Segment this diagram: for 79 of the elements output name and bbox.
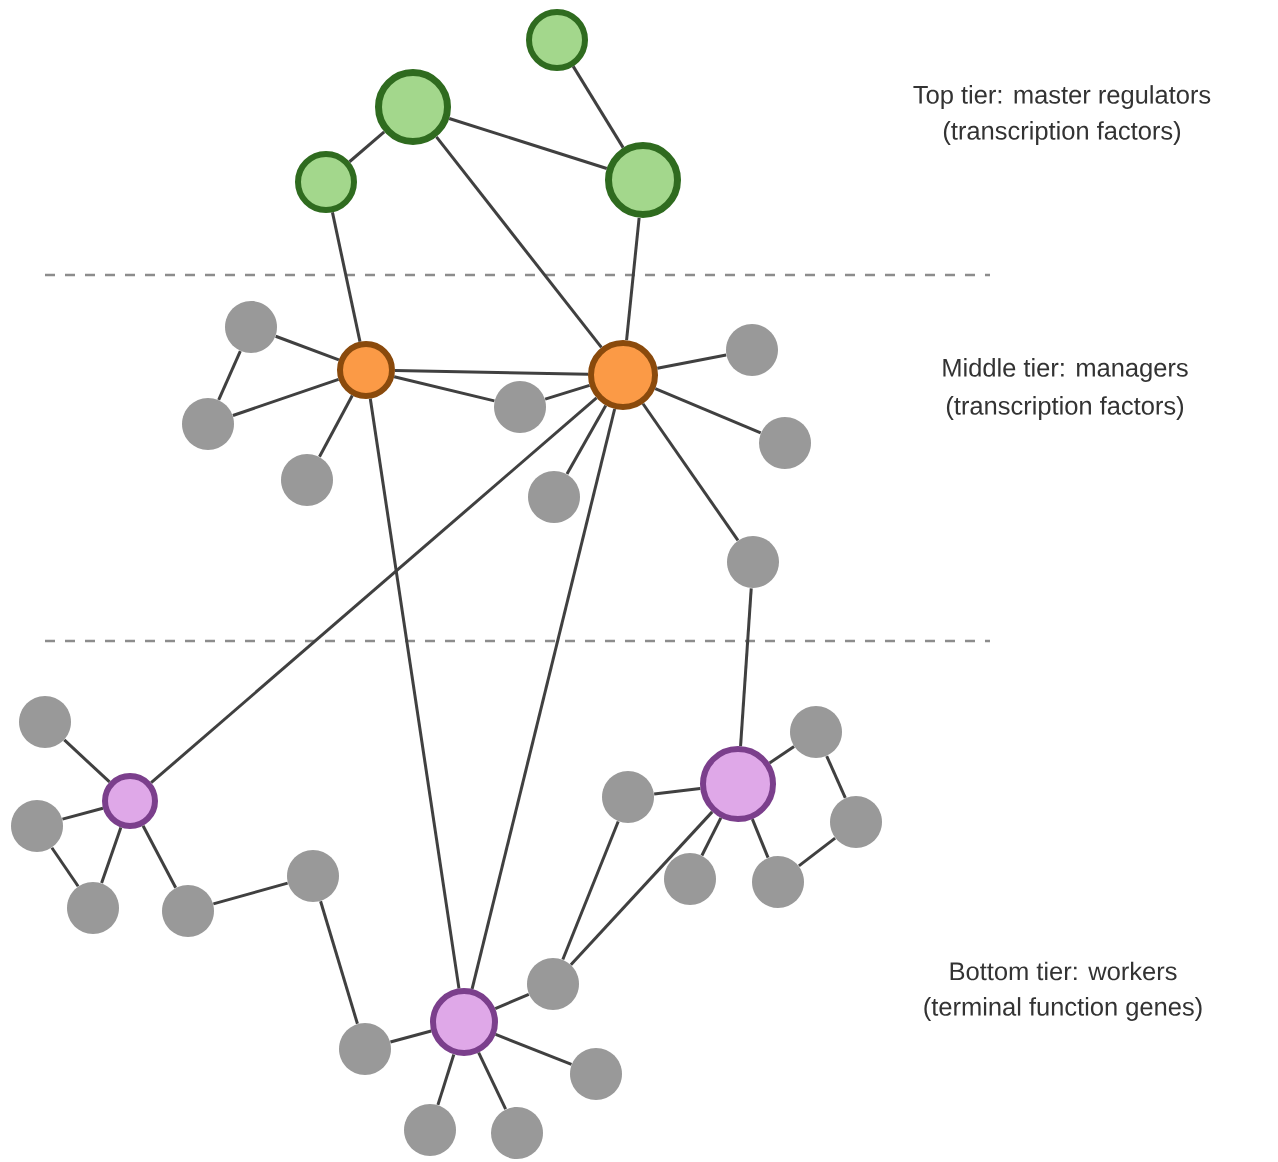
connector-line <box>495 1033 573 1066</box>
connector-line <box>700 817 723 857</box>
worker-hub-node <box>430 988 498 1056</box>
gene-node <box>491 1107 543 1159</box>
gene-node <box>494 381 546 433</box>
tier-label: Bottom tier: workers <box>950 961 1177 981</box>
connector-line <box>654 786 701 796</box>
connector-line <box>232 377 340 417</box>
connector-line <box>448 117 608 170</box>
gene-node <box>404 1104 456 1156</box>
connector-line <box>544 383 591 401</box>
gene-node <box>67 882 119 934</box>
gene-node <box>162 885 214 937</box>
connector-line <box>435 136 603 349</box>
master-regulator-node <box>375 69 451 145</box>
gene-node <box>11 800 63 852</box>
connector-line <box>390 1029 432 1044</box>
connector-line <box>561 820 620 961</box>
connector-line <box>319 900 359 1025</box>
connector-line <box>217 350 242 401</box>
connector-line <box>739 588 753 747</box>
gene-node <box>570 1048 622 1100</box>
manager-node <box>337 341 395 399</box>
master-regulator-node <box>526 9 588 71</box>
gene-node <box>527 958 579 1010</box>
gene-node <box>339 1023 391 1075</box>
connector-line <box>625 217 641 341</box>
connector-line <box>657 353 727 370</box>
connector-line <box>569 810 714 966</box>
gene-node <box>830 796 882 848</box>
connector-line <box>141 825 178 889</box>
gene-node <box>790 706 842 758</box>
gene-node <box>225 301 277 353</box>
tier-label: (transcription factors) <box>946 396 1184 420</box>
tier-label: Middle tier: managers <box>943 358 1188 382</box>
connector-line <box>62 806 104 821</box>
gene-node <box>726 324 778 376</box>
connector-line <box>470 408 617 990</box>
connector-line <box>63 738 111 784</box>
tier-label: Top tier: master regulators <box>913 85 1211 109</box>
master-regulator-node <box>295 151 357 213</box>
worker-hub-node <box>102 773 158 829</box>
connector-line <box>571 65 625 149</box>
connector-line <box>394 369 589 376</box>
connector-line <box>750 818 770 859</box>
gene-node <box>664 853 716 905</box>
gene-node <box>727 536 779 588</box>
gene-node <box>528 471 580 523</box>
connector-line <box>368 398 461 989</box>
connector-line <box>331 212 362 342</box>
connector-line <box>768 745 795 765</box>
connector-line <box>348 130 386 163</box>
manager-node <box>588 340 658 410</box>
gene-node <box>287 850 339 902</box>
worker-hub-node <box>700 746 776 822</box>
connector-line <box>797 836 837 868</box>
gene-node <box>759 417 811 469</box>
connector-line <box>393 375 495 403</box>
connector-line <box>100 826 123 884</box>
connector-line <box>150 396 598 784</box>
connector-line <box>825 755 847 799</box>
connector-line <box>654 387 762 435</box>
gene-node <box>752 856 804 908</box>
tier-label: (transcription factors) <box>943 121 1181 145</box>
connector-line <box>565 404 608 475</box>
gene-node <box>19 696 71 748</box>
connector-line <box>212 881 289 906</box>
master-regulator-node <box>605 142 681 218</box>
connector-line <box>436 1054 456 1106</box>
gene-node <box>182 398 234 450</box>
connector-line <box>641 402 740 542</box>
connector-line <box>494 992 530 1011</box>
connector-line <box>50 846 80 888</box>
gene-node <box>281 454 333 506</box>
tier-label: (terminal function genes) <box>924 997 1202 1021</box>
gene-node <box>602 771 654 823</box>
connector-line <box>275 334 340 362</box>
connector-line <box>318 394 354 458</box>
connector-line <box>477 1052 507 1110</box>
